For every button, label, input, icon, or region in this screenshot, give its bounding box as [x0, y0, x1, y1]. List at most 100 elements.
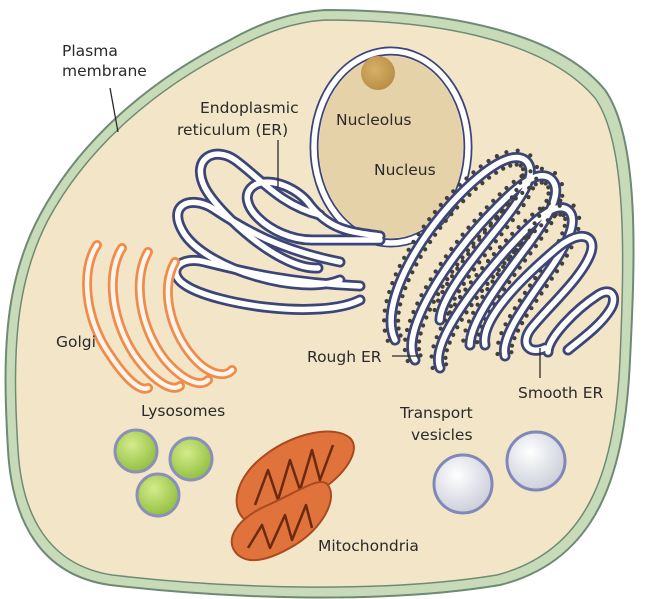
ribosome [418, 353, 422, 357]
plasma-membrane-label-line2: membrane [62, 62, 147, 80]
ribosome [526, 235, 530, 239]
ribosome [525, 314, 529, 318]
ribosome [518, 266, 522, 270]
ribosome [495, 352, 499, 356]
ribosome [448, 341, 452, 345]
ribosome [396, 319, 400, 323]
ribosome [560, 182, 564, 186]
ribosome [460, 318, 464, 322]
ribosome [479, 164, 483, 168]
ribosome [455, 263, 459, 267]
lysosome [137, 474, 179, 516]
ribosome [528, 283, 532, 287]
ribosome [517, 225, 521, 229]
ribosome [417, 347, 421, 351]
ribosome [386, 339, 390, 343]
ribosome [423, 247, 427, 251]
ribosome [545, 284, 549, 288]
ribosome [444, 254, 448, 258]
ribosome [563, 217, 567, 221]
ribosome [518, 298, 522, 302]
ribosome [451, 333, 455, 337]
ribosome [538, 207, 542, 211]
ribosome [565, 254, 569, 258]
ribosome [553, 171, 557, 175]
ribosome [534, 177, 538, 181]
ribosome [512, 336, 516, 340]
ribosome [477, 260, 481, 264]
ribosome [438, 226, 442, 230]
ribosome [471, 311, 475, 315]
ribosome [508, 314, 512, 318]
ribosome [550, 277, 554, 281]
ribosome [460, 255, 464, 259]
ribosome [458, 295, 462, 299]
ribosome [510, 344, 514, 348]
ribosome [539, 291, 543, 295]
ribosome [546, 191, 550, 195]
ribosome [403, 348, 407, 352]
ribosome [477, 235, 481, 239]
ribosome [519, 164, 523, 168]
ribosome [474, 273, 478, 277]
ribosome [383, 309, 387, 313]
ribosome [383, 329, 387, 333]
ribosome [444, 219, 448, 223]
ribosome [439, 203, 443, 207]
ribosome [516, 149, 520, 153]
ribosome [445, 282, 449, 286]
ribosome [491, 275, 495, 279]
ribosome [424, 315, 428, 319]
ribosome [466, 248, 470, 252]
ribosome [552, 214, 556, 218]
ribosome [469, 303, 473, 307]
ribosome [512, 273, 516, 277]
ribosome [461, 259, 465, 263]
ribosome [411, 240, 415, 244]
ribosome [520, 321, 524, 325]
ribosome [528, 153, 532, 157]
ribosome [539, 237, 543, 241]
ribosome [547, 201, 551, 205]
ribosome [407, 278, 411, 282]
ribosome [508, 164, 512, 168]
mitochondria-label: Mitochondria [318, 537, 419, 555]
ribosome [488, 246, 492, 250]
ribosome [504, 186, 508, 190]
ribosome [424, 285, 428, 289]
ribosome [560, 194, 564, 198]
ribosome [398, 302, 402, 306]
ribosome [466, 226, 470, 230]
rough-er-label: Rough ER [307, 348, 382, 366]
ribosome [530, 213, 534, 217]
ribosome [403, 338, 407, 342]
ribosome [416, 232, 420, 236]
ribosome [471, 241, 475, 245]
ribosome [467, 193, 471, 197]
ribosome [428, 240, 432, 244]
ribosome [405, 328, 409, 332]
transport-vesicles-label-line2: vesicles [411, 426, 473, 444]
ribosome [496, 272, 500, 276]
ribosome [463, 328, 467, 332]
ribosome [485, 282, 489, 286]
ribosome [475, 340, 479, 344]
ribosome [576, 227, 580, 231]
er-label-line2: reticulum (ER) [177, 121, 288, 139]
ribosome [558, 204, 562, 208]
ribosome [534, 244, 538, 248]
ribosome [501, 167, 505, 171]
lysosomes-label: Lysosomes [141, 402, 225, 420]
ribosome [560, 231, 564, 235]
ribosome [523, 236, 527, 240]
ribosome [522, 203, 526, 207]
lysosome [170, 438, 212, 480]
ribosome [449, 212, 453, 216]
ribosome [498, 192, 502, 196]
ribosome [489, 221, 493, 225]
ribosome [445, 196, 449, 200]
ribosome [385, 299, 389, 303]
ribosome [450, 274, 454, 278]
ribosome [479, 212, 483, 216]
ribosome [503, 322, 507, 326]
